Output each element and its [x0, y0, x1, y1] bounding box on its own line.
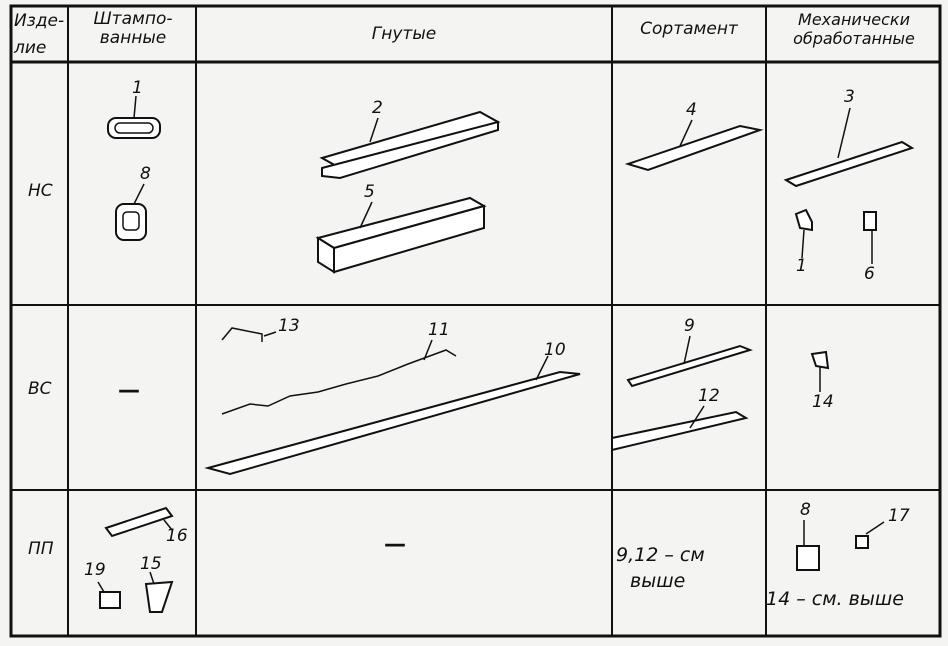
part-17-sketch: [855, 535, 869, 549]
header-machined: Механически обработанные: [766, 10, 942, 48]
part-number: 3: [844, 87, 855, 107]
part-number: 4: [686, 100, 697, 120]
part-10-sketch: [204, 370, 581, 476]
part-8-machined-sketch: [796, 545, 820, 571]
part-number: 19: [84, 560, 106, 580]
part-11-sketch: [221, 349, 457, 415]
part-number: 5: [364, 182, 375, 202]
part-number: 1: [796, 256, 807, 276]
part-number: 14: [812, 392, 834, 412]
part-6-sketch: [863, 211, 877, 231]
assortment-note-line1: 9,12 – см: [616, 544, 705, 566]
part-14-sketch: [810, 350, 830, 370]
header-machined-line1: Механически: [798, 10, 910, 29]
part-number: 15: [140, 554, 162, 574]
part-13-sketch: [221, 327, 263, 342]
part-3-sketch: [783, 140, 915, 188]
part-number: 16: [166, 526, 188, 546]
part-number: 12: [698, 386, 720, 406]
assortment-note-line2: выше: [630, 570, 686, 592]
part-number: 13: [278, 316, 300, 336]
part-15-sketch: [144, 580, 174, 613]
header-bent: Гнутые: [371, 24, 437, 44]
part-1-machined-sketch: [794, 208, 813, 232]
part-12-sketch: [611, 410, 749, 452]
header-assortment: Сортамент: [640, 19, 738, 39]
part-number: 1: [132, 78, 143, 98]
header-stamped: Штампо- ванные: [72, 10, 194, 48]
part-number: 8: [140, 164, 151, 184]
empty-dash: —: [384, 532, 406, 557]
part-2-sketch: [319, 110, 501, 170]
header-stamped-line2: ванные: [99, 28, 167, 48]
header-item: Изде- лие: [14, 12, 64, 58]
row-label-vs: ВС: [28, 379, 52, 399]
part-8-sketch: [115, 203, 147, 241]
part-9-sketch: [626, 344, 754, 388]
part-sketches: [97, 95, 915, 613]
part-number: 11: [428, 320, 450, 340]
empty-dash: —: [118, 378, 140, 403]
machined-note: 14 – см. выше: [766, 588, 904, 610]
header-stamped-line1: Штампо-: [93, 9, 173, 29]
part-number: 6: [864, 264, 875, 284]
part-4-sketch: [624, 124, 764, 172]
row-label-pp: ПП: [28, 539, 54, 559]
part-number: 8: [800, 500, 811, 520]
header-machined-line2: обработанные: [793, 29, 915, 48]
part-19-sketch: [99, 591, 121, 609]
row-label-ns: НС: [28, 181, 53, 201]
header-item-line2: лие: [14, 38, 47, 58]
assortment-note: 9,12 – см выше: [616, 542, 705, 594]
part-number: 17: [888, 506, 910, 526]
part-number: 10: [544, 340, 566, 360]
part-number: 9: [684, 316, 695, 336]
part-number: 2: [372, 98, 383, 118]
part-1-sketch: [107, 117, 161, 139]
header-item-line1: Изде-: [14, 11, 65, 31]
part-16-sketch: [104, 506, 174, 538]
